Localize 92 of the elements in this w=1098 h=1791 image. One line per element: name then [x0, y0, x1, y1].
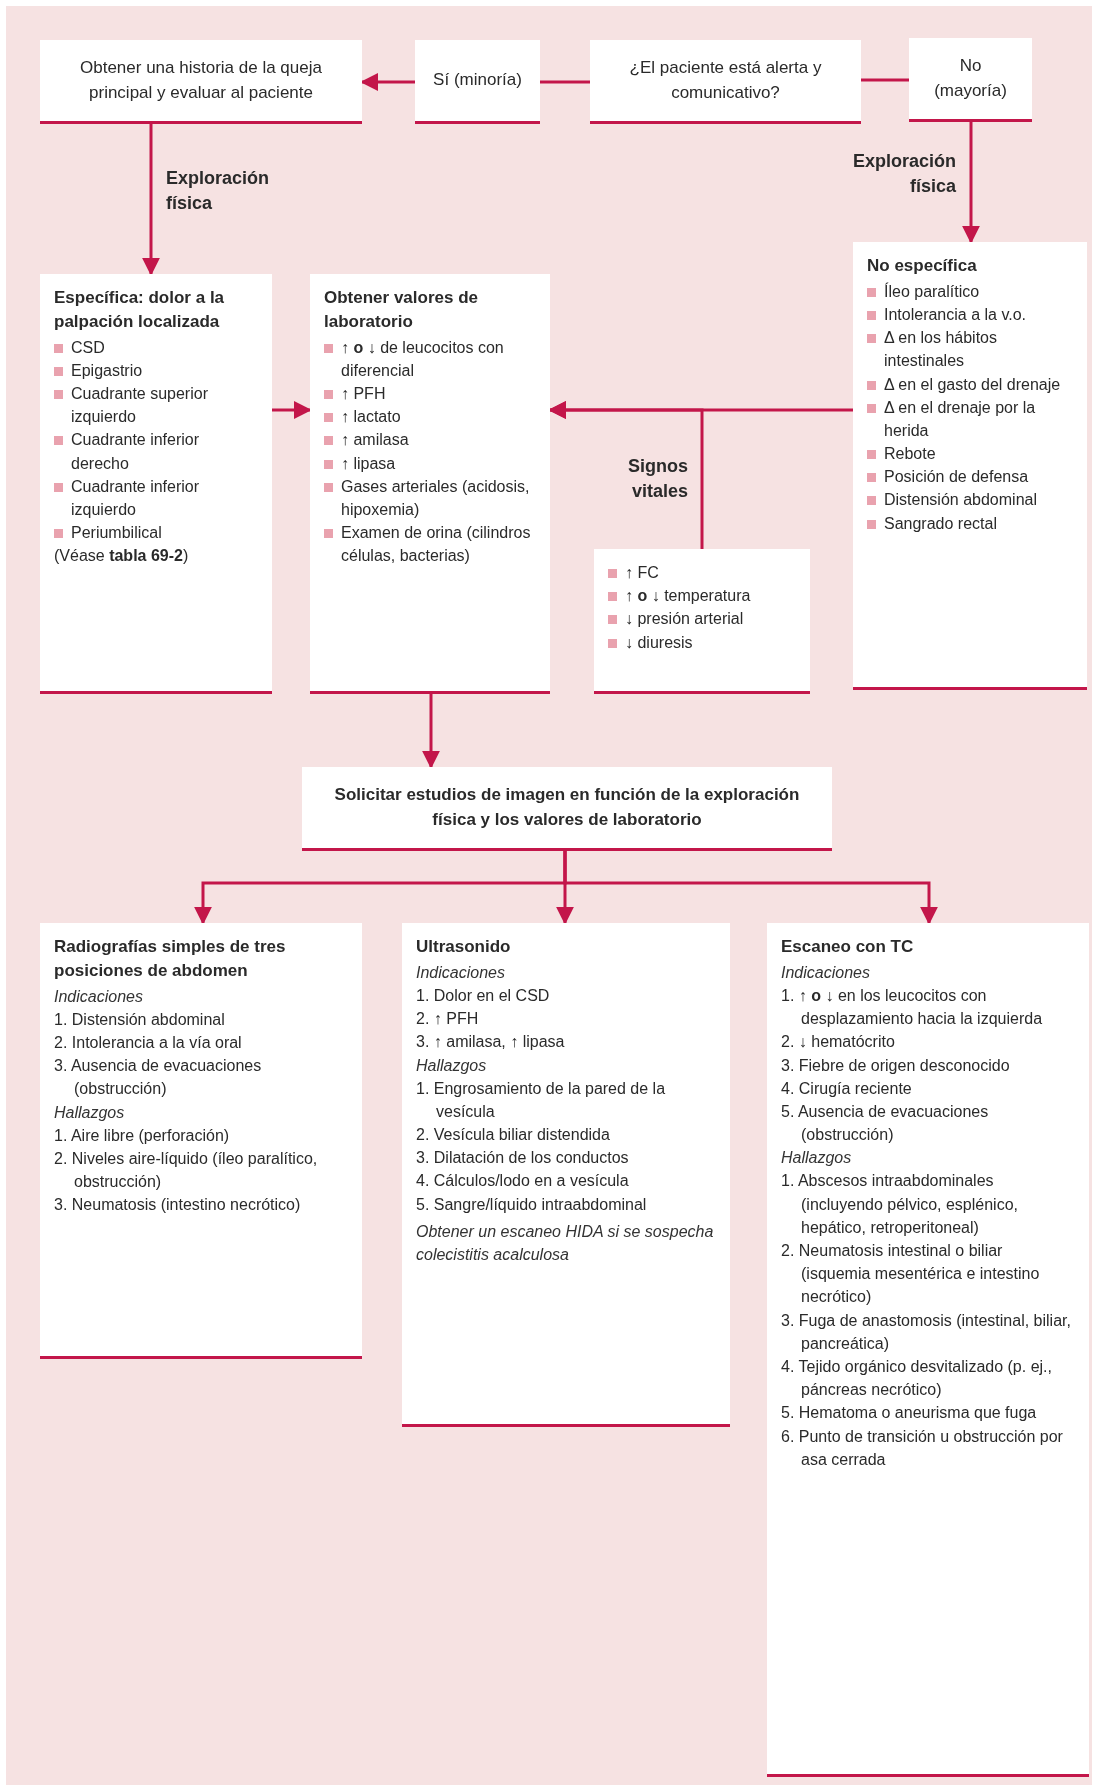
list-item: Epigastrio	[71, 360, 143, 381]
list-item: Δ en el gasto del drenaje	[884, 374, 1061, 395]
list-item: Δ en el drenaje por la herida	[884, 397, 1037, 441]
numbered-item: 2. Niveles aire-líquido (íleo paralítico, obstrucción)	[54, 1148, 319, 1193]
text-box	[594, 549, 810, 694]
list-item: Cuadrante superior izquierdo	[71, 383, 209, 428]
box-heading: Solicitar estudios de imagen en función de la exploración física y los valores de laboratorio	[333, 783, 801, 831]
numbered-item: 1. Dolor en el CSD	[416, 986, 551, 1006]
box-heading: Radiografías simples de tres posiciones de abdomen	[54, 936, 287, 982]
text-box	[40, 40, 362, 124]
text-box	[310, 274, 550, 694]
section-subheading: Indicaciones	[416, 962, 506, 983]
list-item: Íleo paralítico	[884, 281, 980, 302]
list-item: Posición de defensa	[884, 467, 1029, 488]
numbered-item: 3. Fuga de anastomosis (intestinal, biliar, pancreática)	[781, 1310, 1072, 1354]
numbered-item: 3. Fiebre de origen desconocido	[781, 1055, 1011, 1076]
arrow	[142, 124, 160, 276]
numbered-item: 2. Intolerancia a la vía oral	[54, 1032, 243, 1053]
box-heading: Ultrasonido	[416, 936, 512, 958]
box-heading: Específica: dolor a la palpación localizada	[54, 287, 226, 333]
text-box	[40, 274, 272, 694]
numbered-item: 1. Distensión abdominal	[54, 1009, 226, 1030]
list-item: ↑ o ↓ temperatura	[625, 586, 751, 607]
arrow	[962, 122, 980, 244]
numbered-item: 2. ↓ hematócrito	[781, 1032, 896, 1053]
numbered-item: 3. Dilatación de los conductos	[416, 1148, 630, 1169]
arrow	[548, 401, 704, 549]
text-box	[853, 242, 1087, 690]
box-heading: Obtener valores de laboratorio	[324, 287, 479, 333]
numbered-item: 2. Neumatosis intestinal o biliar (isquemia mesentérica e intestino necrótico)	[781, 1241, 1041, 1308]
arrow	[272, 401, 312, 419]
list-item: CSD	[71, 337, 105, 358]
numbered-item: 1. Engrosamiento de la pared de la vesícula	[416, 1078, 667, 1122]
arrow	[422, 694, 440, 769]
text-box	[302, 767, 832, 851]
list-item: ↓ diuresis	[625, 632, 693, 653]
list-item: Cuadrante inferior izquierdo	[71, 476, 201, 520]
list-item: Rebote	[884, 444, 936, 465]
box-heading: No específica	[867, 255, 978, 277]
list-item: Cuadrante inferior derecho	[71, 430, 201, 474]
numbered-item: 4. Tejido orgánico desvitalizado (p. ej., páncreas necrótico)	[781, 1357, 1053, 1401]
list-item: Gases arteriales (acidosis, hipoxemia)	[341, 476, 531, 520]
list-item: ↑ PFH	[341, 383, 386, 404]
text-box	[590, 40, 861, 124]
list-item: ↓ presión arterial	[625, 609, 744, 630]
note-text: Obtener un escaneo HIDA si se sospecha colecistitis acalculosa	[416, 1221, 715, 1266]
list-item: ↑ amilasa	[341, 430, 409, 451]
section-subheading: Indicaciones	[54, 986, 144, 1007]
numbered-item: 1. ↑ o ↓ en los leucocitos con desplazamiento hacia la izquierda	[781, 986, 1044, 1030]
numbered-item: 6. Punto de transición u obstrucción por asa cerrada	[781, 1426, 1064, 1470]
text-box	[767, 923, 1089, 1777]
section-subheading: Hallazgos	[54, 1102, 126, 1123]
list-item: Distensión abdominal	[884, 490, 1037, 511]
list-item: ↑ lactato	[341, 407, 401, 428]
numbered-item: 5. Sangre/líquido intraabdominal	[416, 1194, 648, 1215]
edge-label: Exploración física	[851, 150, 956, 199]
list-item: Intolerancia a la v.o.	[884, 305, 1026, 325]
numbered-item: 2. ↑ PFH	[416, 1009, 480, 1030]
text-box	[415, 40, 540, 124]
text-box	[402, 923, 730, 1427]
numbered-item: 4. Cálculos/lodo en a vesícula	[416, 1171, 630, 1192]
section-subheading: Indicaciones	[781, 962, 871, 983]
box-text: Obtener una historia de la queja principal y evaluar al paciente	[79, 56, 323, 104]
list-item: Examen de orina (cilindros células, bacterias)	[341, 523, 532, 567]
box-text: No (mayoría)	[933, 54, 1008, 102]
numbered-item: 2. Vesícula biliar distendida	[416, 1125, 611, 1146]
list-item: Δ en los hábitos intestinales	[884, 328, 998, 372]
list-item: ↑ lipasa	[341, 453, 396, 474]
text-box	[40, 923, 362, 1359]
numbered-item: 4. Cirugía reciente	[781, 1078, 913, 1099]
box-text: ¿El paciente está alerta y comunicativo?	[628, 56, 823, 104]
edge-label: Exploración física	[166, 167, 271, 216]
text-box	[909, 38, 1032, 122]
numbered-item: 5. Ausencia de evacuaciones (obstrucción)	[781, 1101, 990, 1146]
list-item: ↑ FC	[625, 563, 659, 583]
list-item: ↑ o ↓ de leucocitos con diferencial	[341, 337, 505, 381]
arrow	[563, 851, 938, 925]
box-text: Sí (minoría)	[432, 69, 523, 92]
numbered-item: 3. Neumatosis (intestino necrótico)	[54, 1195, 302, 1216]
section-subheading: Hallazgos	[781, 1148, 853, 1169]
arrow	[360, 73, 415, 91]
numbered-item: 5. Hematoma o aneurisma que fuga	[781, 1403, 1038, 1424]
numbered-item: 1. Abscesos intraabdominales (incluyendo pélvico, esplénico, hepático, retroperitoneal)	[781, 1171, 1019, 1238]
numbered-item: 3. ↑ amilasa, ↑ lipasa	[416, 1032, 566, 1053]
list-item: Sangrado rectal	[884, 513, 997, 534]
edge-label: Signos vitales	[627, 455, 688, 504]
section-subheading: Hallazgos	[416, 1055, 488, 1076]
box-heading: Escaneo con TC	[781, 936, 915, 958]
numbered-item: 3. Ausencia de evacuaciones (obstrucción)	[54, 1056, 263, 1100]
reference-text: (Véase tabla 69-2)	[54, 546, 190, 567]
list-item: Periumbilical	[71, 523, 162, 544]
numbered-item: 1. Aire libre (perforación)	[54, 1125, 231, 1146]
